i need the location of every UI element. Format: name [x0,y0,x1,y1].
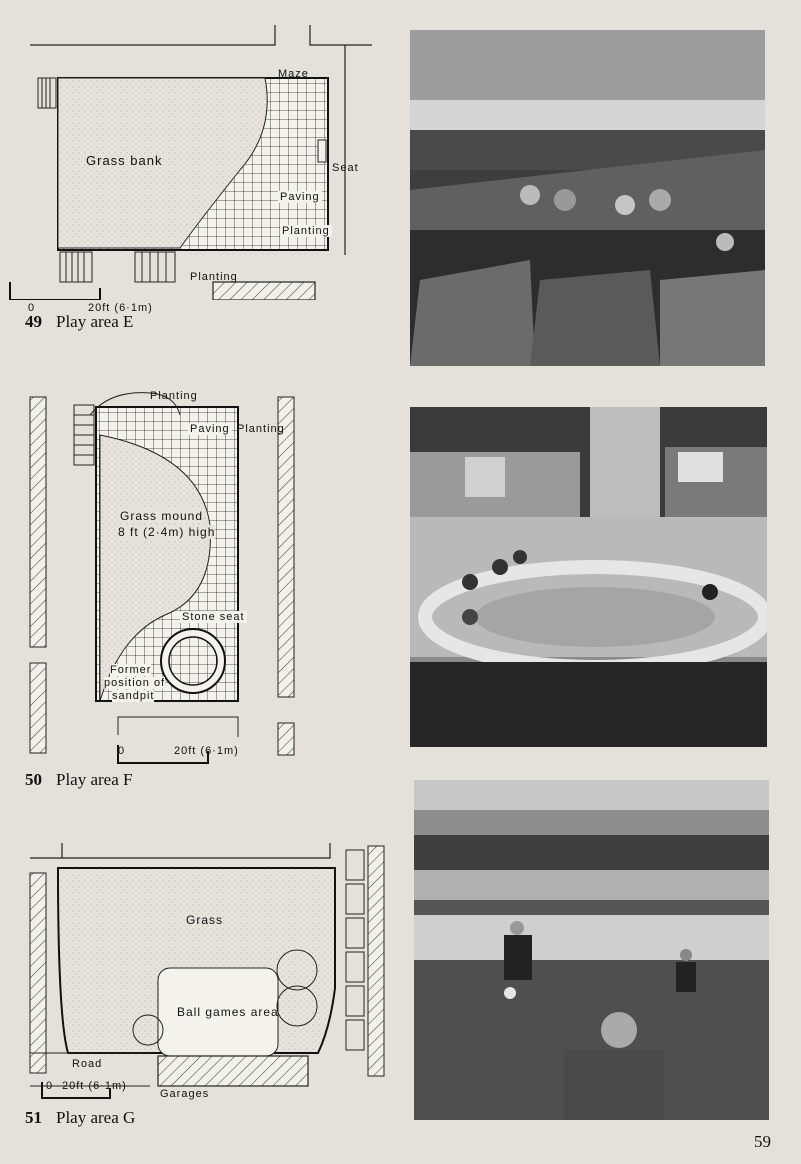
label-grass-mound-line2: 8 ft (2·4m) high [118,525,216,539]
plan-e-drawing [9,25,372,300]
scale-text: 20ft (6·1m) [174,745,239,757]
caption-figure-49: 49 Play area E [25,312,133,332]
label-grass-bank: Grass bank [86,153,163,168]
caption-title: Play area E [56,312,134,331]
label-seat: Seat [332,162,359,174]
caption-number: 49 [25,312,42,331]
scale-zero: 0 [46,1080,54,1092]
label-paving: Paving [278,191,322,203]
label-planting-inner: Planting [280,225,332,237]
label-ball-games-area: Ball games area [177,1005,279,1019]
scale-text: 20ft (6·1m) [62,1080,127,1092]
scale-zero: 0 [28,302,36,314]
photo-football [414,780,769,1120]
label-stone-seat: Stone seat [180,611,247,623]
boys-playing-football-photo [414,780,769,1120]
label-former-line2: position of [104,677,166,689]
label-garages: Garages [160,1088,210,1100]
caption-figure-50: 50 Play area F [25,770,132,790]
plan-play-area-e: Maze Seat Grass bank Paving Planting Pla… [0,20,390,314]
label-road: Road [72,1058,103,1070]
caption-figure-51: 51 Play area G [25,1108,135,1128]
scale-text: 20ft (6·1m) [88,302,153,314]
label-planting-top: Planting [150,390,198,402]
scale-zero: 0 [118,745,126,757]
label-maze: Maze [278,68,309,80]
label-grass-mound-line1: Grass mound [120,509,204,523]
children-on-maze-walls-photo [410,30,765,366]
children-on-circular-stone-seat-photo [410,407,767,747]
label-planting-lower: Planting [190,271,238,283]
plan-g-drawing [29,843,385,1099]
label-former-line1: Former [110,664,152,676]
plan-play-area-g: Grass Ball games area Road Garages 0 20f… [0,838,390,1108]
caption-title: Play area G [56,1108,136,1127]
label-planting-right: Planting [237,423,285,435]
photo-maze-children [410,30,765,366]
caption-number: 51 [25,1108,42,1127]
label-paving: Paving [188,423,232,435]
label-grass: Grass [186,913,224,927]
caption-number: 50 [25,770,42,789]
plan-f-drawing [29,392,295,764]
page-number: 59 [754,1132,771,1151]
plan-play-area-f: Planting Paving Planting Grass mound 8 f… [0,385,390,765]
label-former-line3: sandpit [112,690,155,702]
caption-title: Play area F [56,770,133,789]
photo-stone-seat [410,407,767,747]
